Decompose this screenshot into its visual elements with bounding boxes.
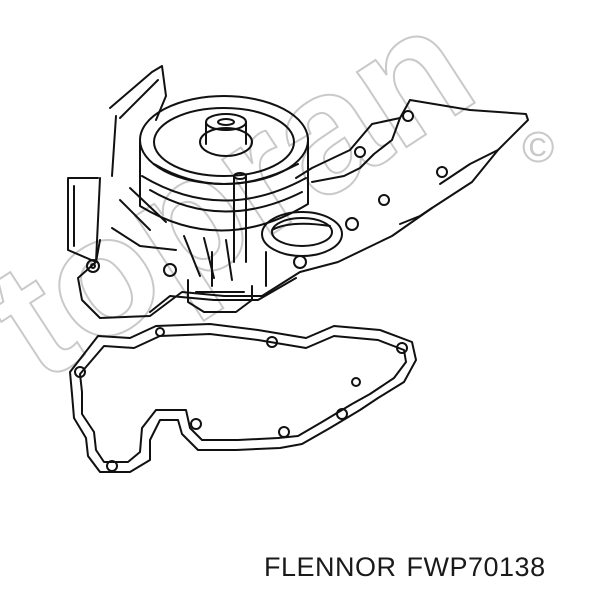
housing-flange — [77, 99, 529, 319]
pulley-hub — [199, 127, 253, 157]
brand-label: FLENNOR — [264, 552, 397, 582]
outlet-block — [187, 279, 253, 313]
part-number-label: FWP70138 — [406, 552, 546, 582]
pump-housing — [67, 65, 529, 319]
gasket-outline — [69, 323, 417, 473]
gasket — [69, 323, 417, 473]
part-caption: FLENNOR FWP70138 — [264, 552, 546, 583]
watermark-copyright-symbol: © — [522, 123, 554, 172]
pulley — [139, 95, 309, 232]
pump-shaft — [211, 172, 267, 287]
watermark-text: topran — [0, 0, 505, 417]
